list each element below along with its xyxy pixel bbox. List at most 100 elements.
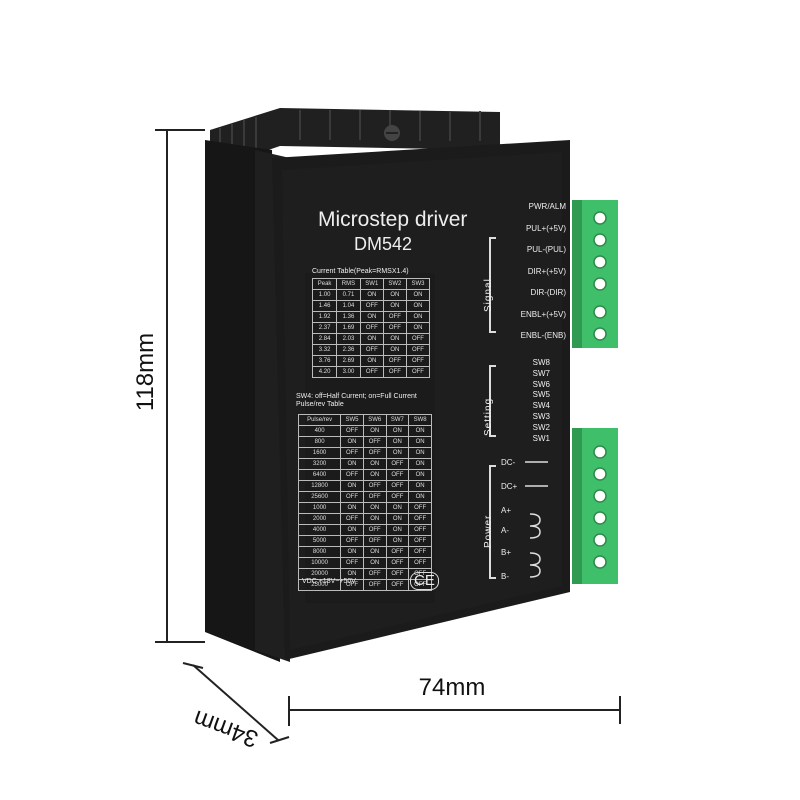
power-pin-label: A- bbox=[501, 526, 509, 535]
current-table-cell: 0.71 bbox=[336, 289, 361, 301]
pulse-table-cell: ON bbox=[408, 458, 432, 470]
current-table-header-cell: SW2 bbox=[382, 278, 407, 290]
pulse-table-cell: OFF bbox=[385, 458, 410, 470]
current-table-cell: ON bbox=[382, 289, 407, 301]
current-table-cell: OFF bbox=[359, 366, 384, 378]
current-table-header-cell: SW1 bbox=[359, 278, 384, 290]
pulse-table-cell: ON bbox=[340, 546, 364, 558]
pulse-table-cell: OFF bbox=[340, 557, 364, 569]
pulse-table-cell: OFF bbox=[340, 579, 364, 591]
pulse-table-cell: ON bbox=[385, 513, 410, 525]
pulse-table-cell: OFF bbox=[385, 568, 410, 580]
pulse-table-cell: OFF bbox=[362, 568, 387, 580]
pulse-table-cell: ON bbox=[385, 447, 410, 459]
pulse-table-cell: 25600 bbox=[297, 491, 342, 503]
signal-pin-label: PWR/ALM bbox=[528, 202, 566, 211]
group-brackets bbox=[489, 237, 496, 579]
pulse-table-cell: ON bbox=[385, 425, 410, 437]
current-table-cell: 2.37 bbox=[311, 322, 338, 334]
current-table-cell: OFF bbox=[382, 311, 407, 323]
pulse-table-cell: ON bbox=[340, 458, 364, 470]
current-table-cell: OFF bbox=[405, 355, 431, 367]
pulse-table-cell: ON bbox=[362, 458, 387, 470]
current-table-cell: ON bbox=[405, 322, 431, 334]
sw4-note: SW4: off=Half Current; on=Full Current bbox=[296, 393, 417, 400]
pulse-table-cell: ON bbox=[340, 502, 364, 514]
pulse-table-cell: ON bbox=[340, 524, 364, 536]
pulse-table-cell: OFF bbox=[362, 535, 387, 547]
signal-pin-label: DIR+(+5V) bbox=[527, 266, 566, 276]
signal-pin-label: DIR-(DIR) bbox=[530, 288, 566, 297]
current-table-cell: 3.32 bbox=[311, 344, 338, 356]
pulse-table-cell: OFF bbox=[408, 535, 432, 547]
pulse-table-cell: OFF bbox=[385, 491, 410, 503]
setting-switch-label: SW3 bbox=[532, 412, 550, 421]
pulse-table-cell: OFF bbox=[362, 524, 387, 536]
current-table-header-cell: RMS bbox=[336, 278, 361, 290]
pulse-table-cell: ON bbox=[340, 480, 364, 492]
pulse-table-cell: 6400 bbox=[297, 469, 342, 481]
pulse-table-cell: OFF bbox=[385, 546, 410, 558]
setting-switch-label: SW2 bbox=[532, 422, 550, 432]
pulse-table-cell: ON bbox=[408, 447, 432, 459]
current-table-header-cell: Peak bbox=[311, 278, 338, 290]
pulse-table-cell: OFF bbox=[385, 557, 410, 569]
pulse-table-cell: ON bbox=[408, 469, 432, 481]
pulse-table-cell: ON bbox=[385, 535, 410, 547]
pulse-table-cell: OFF bbox=[362, 491, 387, 503]
signal-pin-label: PUL+(+5V) bbox=[525, 223, 566, 233]
power-pin-label: B- bbox=[501, 572, 509, 581]
setting-switch-label: SW1 bbox=[532, 433, 550, 443]
pulse-table-cell: OFF bbox=[408, 513, 432, 525]
current-table-cell: 1.36 bbox=[336, 311, 361, 323]
setting-switch-label: SW6 bbox=[532, 379, 550, 389]
pulse-table-cell: ON bbox=[385, 524, 410, 536]
signal-group-label: Signal bbox=[483, 278, 494, 312]
pulse-table-cell: 8000 bbox=[297, 546, 342, 558]
pulse-table-cell: OFF bbox=[340, 513, 364, 525]
pulse-table-cell: OFF bbox=[408, 546, 432, 558]
current-table-cell: OFF bbox=[405, 333, 431, 345]
pulse-rev-heading: Pulse/rev Table bbox=[296, 401, 344, 408]
setting-switch-label: SW4 bbox=[532, 401, 550, 411]
pulse-table-cell: ON bbox=[408, 480, 432, 492]
pulse-table-cell: 3200 bbox=[297, 458, 342, 470]
pulse-table-cell: 800 bbox=[297, 436, 342, 448]
pulse-table-header-cell: SW7 bbox=[385, 414, 410, 426]
pulse-table-cell: 2000 bbox=[297, 513, 342, 525]
pulse-table-header-cell: SW5 bbox=[340, 414, 364, 426]
pulse-table-cell: ON bbox=[408, 436, 432, 448]
pulse-table-cell: OFF bbox=[340, 447, 364, 459]
power-group-label: Power bbox=[483, 514, 494, 548]
pulse-table-cell: ON bbox=[362, 513, 387, 525]
pulse-table-cell: 12800 bbox=[297, 480, 342, 492]
current-table-cell: OFF bbox=[359, 300, 384, 312]
current-table-cell: OFF bbox=[359, 322, 384, 334]
pulse-table-cell: 10000 bbox=[297, 557, 342, 569]
pulse-table-header-cell: Pulse/rev bbox=[297, 414, 342, 426]
current-table-cell: OFF bbox=[382, 366, 407, 378]
pulse-table-cell: ON bbox=[362, 502, 387, 514]
pulse-table-cell: OFF bbox=[385, 579, 410, 591]
pulse-table-cell: ON bbox=[362, 546, 387, 558]
current-table-cell: 3.00 bbox=[336, 366, 361, 378]
width-label: 74mm bbox=[418, 674, 486, 701]
current-table-cell: 3.76 bbox=[311, 355, 338, 367]
current-table-cell: OFF bbox=[382, 322, 407, 334]
product-label: Microstep driver DM542 Current Table(Pea… bbox=[290, 186, 570, 626]
current-table-cell: ON bbox=[405, 311, 431, 323]
pulse-table-cell: ON bbox=[362, 425, 387, 437]
current-table-cell: ON bbox=[359, 289, 384, 301]
